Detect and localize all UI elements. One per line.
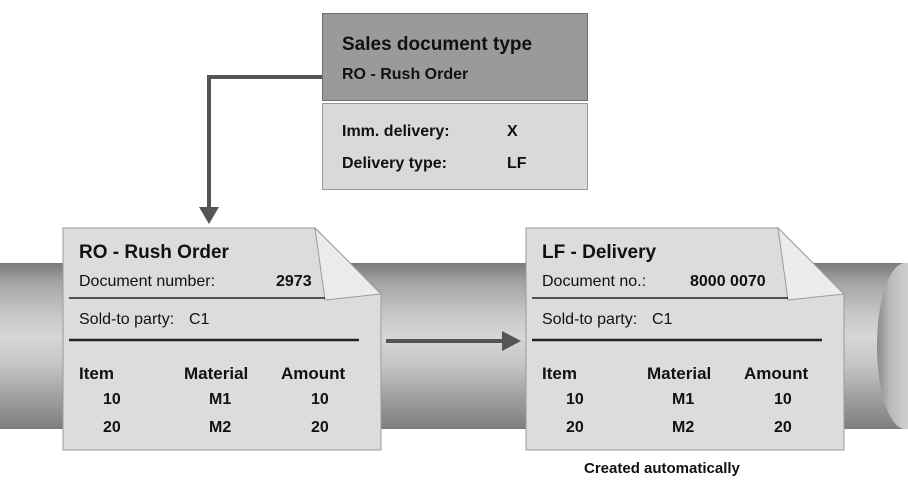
delivery-sold-to-label: Sold-to party:	[542, 311, 638, 328]
delivery-number-label: Document no.:	[542, 273, 647, 290]
arrowhead-down	[199, 207, 219, 224]
delivery-number: 8000 0070	[690, 273, 766, 290]
delivery-sheet-shape	[525, 226, 846, 451]
imm-delivery-value: X	[507, 123, 518, 140]
rush-order-row1-amount: 10	[311, 391, 329, 408]
rush-order-title: RO - Rush Order	[79, 242, 229, 263]
delivery-row1-material: M1	[672, 391, 695, 408]
created-automatically-caption: Created automatically	[584, 460, 740, 477]
delivery-row2-amount: 20	[774, 419, 792, 436]
delivery-title: LF - Delivery	[542, 242, 657, 263]
delivery-sold-to-value: C1	[652, 311, 673, 328]
arrowhead-right	[502, 331, 521, 351]
delivery-col-amount: Amount	[744, 364, 809, 383]
rush-order-row1-material: M1	[209, 391, 232, 408]
rush-order-document: RO - Rush Order Document number: 2973 So…	[62, 226, 383, 451]
rush-order-sold-to-label: Sold-to party:	[79, 311, 175, 328]
sales-document-type-value: RO - Rush Order	[342, 66, 469, 83]
rush-order-number: 2973	[276, 273, 312, 290]
delivery-row1-item: 10	[566, 391, 584, 408]
rush-order-row2-material: M2	[209, 419, 232, 436]
delivery-row1-amount: 10	[774, 391, 792, 408]
connector-arrow-down	[207, 75, 322, 209]
rush-order-sold-to-value: C1	[189, 311, 210, 328]
rush-order-row2-amount: 20	[311, 419, 329, 436]
delivery-row2-item: 20	[566, 419, 584, 436]
rush-order-col-material: Material	[184, 364, 249, 383]
delivery-type-value: LF	[507, 155, 527, 172]
sales-document-type-box	[322, 13, 588, 101]
delivery-document: LF - Delivery Document no.: 8000 0070 So…	[525, 226, 846, 451]
rush-order-number-label: Document number:	[79, 273, 216, 290]
rush-order-col-amount: Amount	[281, 364, 346, 383]
rush-order-row2-item: 20	[103, 419, 121, 436]
rush-order-row1-item: 10	[103, 391, 121, 408]
rush-order-col-item: Item	[79, 364, 114, 383]
delivery-row2-material: M2	[672, 419, 695, 436]
imm-delivery-label: Imm. delivery:	[342, 123, 450, 140]
sales-document-type-title: Sales document type	[342, 34, 533, 55]
delivery-col-item: Item	[542, 364, 577, 383]
sales-document-settings-box	[322, 103, 588, 190]
rush-order-sheet-shape	[62, 226, 383, 451]
delivery-type-label: Delivery type:	[342, 155, 447, 172]
delivery-col-material: Material	[647, 364, 712, 383]
